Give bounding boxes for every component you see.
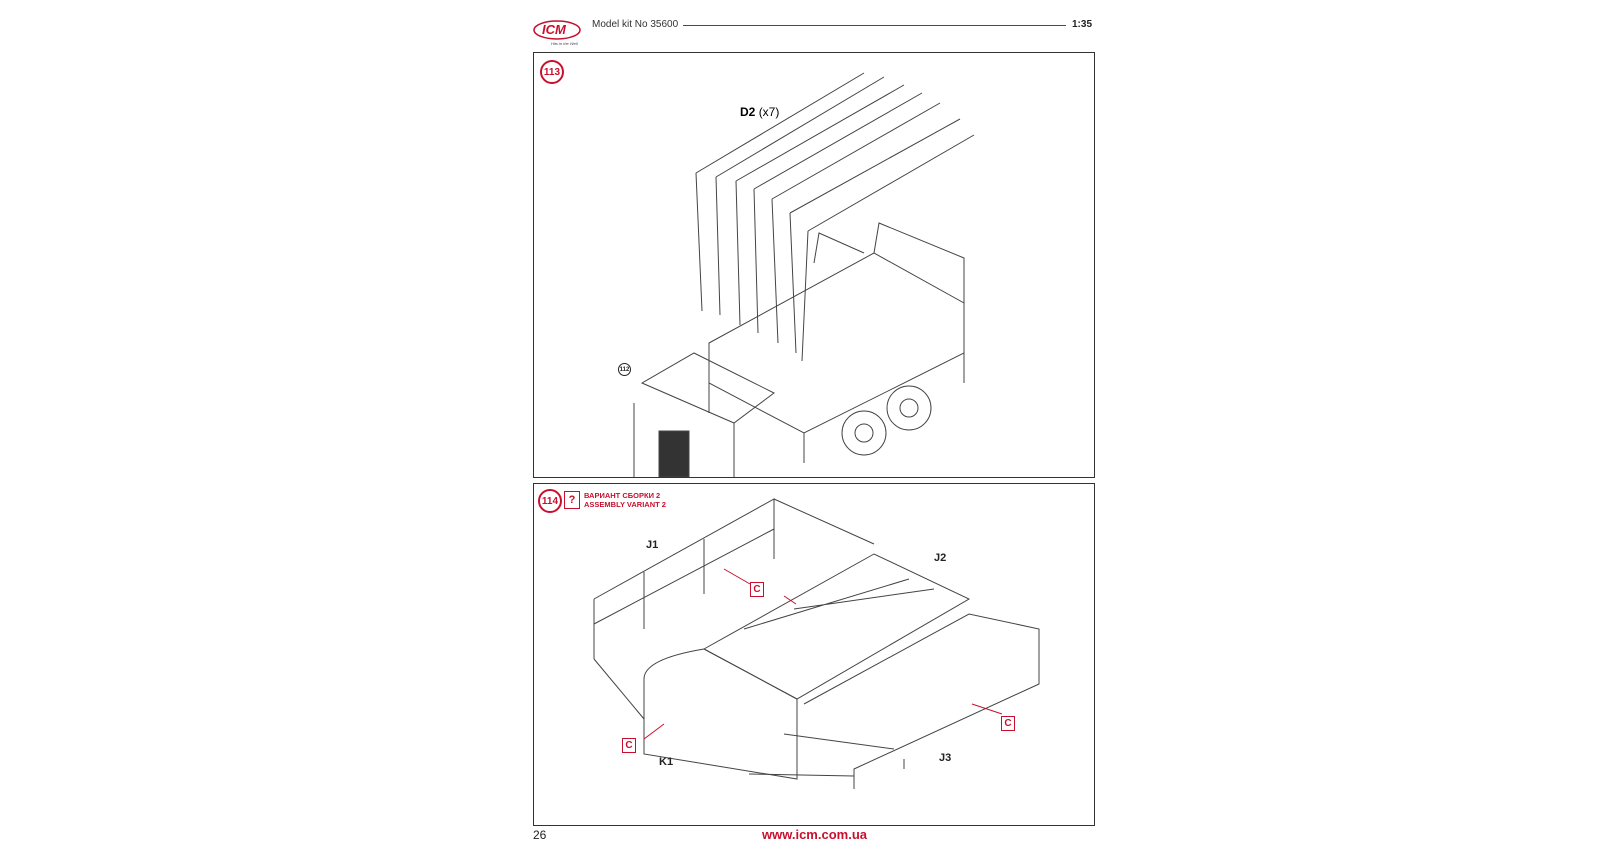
header-rule (683, 25, 1066, 26)
page-number: 26 (533, 828, 547, 842)
glue-mark: C (750, 582, 764, 597)
svg-text:Hits in the Well: Hits in the Well (551, 41, 578, 46)
label-j2: J2 (934, 552, 947, 564)
variant-ru: ВАРИАНТ СБОРКИ 2 (584, 491, 661, 500)
scale-label: 1:35 (1072, 19, 1093, 30)
variant-en: ASSEMBLY VARIANT 2 (584, 500, 666, 509)
part-label: D2 (740, 105, 756, 119)
label-k1: K1 (659, 756, 674, 768)
bow-parts (695, 72, 975, 362)
part-qty: (x7) (758, 105, 780, 119)
step-number-badge: 113 (540, 60, 564, 84)
website-link[interactable]: www.icm.com.ua (762, 827, 867, 842)
svg-text:ICM: ICM (542, 22, 567, 37)
label-j3: J3 (939, 752, 952, 764)
step-113-panel: 113 D2 (x7) 112 (533, 52, 1095, 478)
help-icon: ? (564, 491, 580, 509)
part-callout: D2 (x7) (740, 105, 779, 119)
truck-bows-illustration (633, 72, 975, 477)
tarpaulin-illustration (593, 498, 1040, 789)
ref-step-badge: 112 (618, 363, 631, 376)
glue-mark: C (1001, 716, 1015, 731)
step-number-badge: 114 (538, 489, 562, 513)
label-j1: J1 (646, 539, 659, 551)
glue-mark: C (622, 738, 636, 753)
kit-number: Model kit No 35600 (592, 19, 679, 30)
icm-logo: ICM Hits in the Well (533, 16, 585, 46)
